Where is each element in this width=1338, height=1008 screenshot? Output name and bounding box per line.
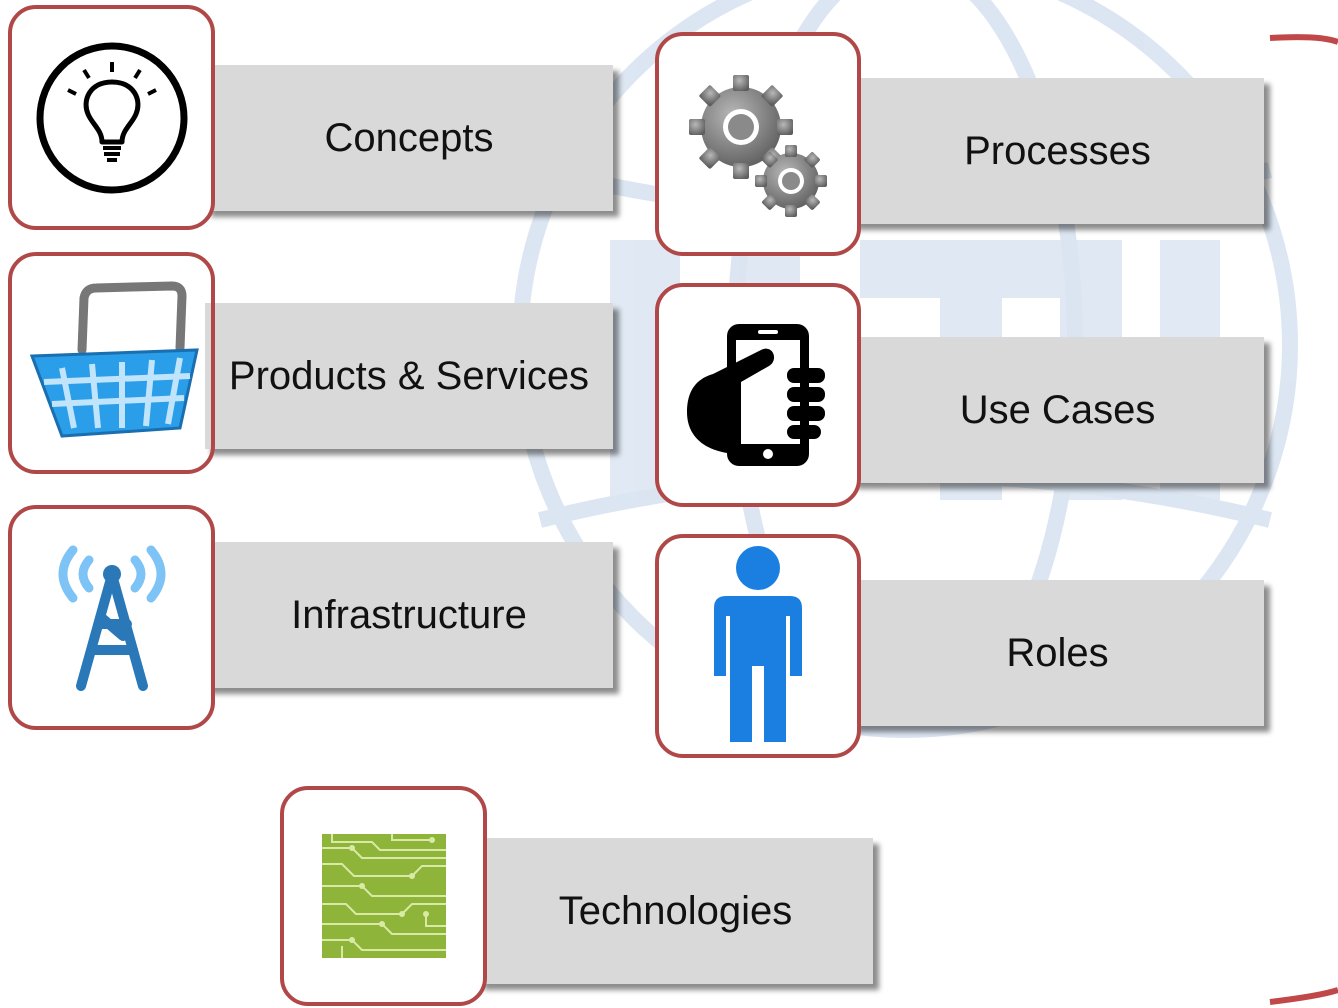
processes-icon-box bbox=[655, 32, 861, 256]
lightbulb-icon bbox=[36, 42, 187, 193]
processes-label: Processes bbox=[964, 128, 1151, 173]
roles-label-box: Roles bbox=[851, 580, 1264, 726]
concepts-label-box: Concepts bbox=[205, 65, 613, 211]
technologies-label: Technologies bbox=[558, 888, 793, 933]
use-cases-icon-box bbox=[655, 283, 861, 507]
use-cases-label: Use Cases bbox=[959, 387, 1156, 432]
processes-label-box: Processes bbox=[851, 78, 1264, 224]
infrastructure-label-box: Infrastructure bbox=[205, 542, 613, 688]
use-cases-label-box: Use Cases bbox=[851, 337, 1264, 483]
technologies-icon-box bbox=[280, 786, 487, 1006]
products-services-label-box: Products & Services bbox=[205, 303, 613, 449]
products-services-label: Products & Services bbox=[228, 353, 590, 398]
roles-label: Roles bbox=[1006, 630, 1109, 675]
concepts-label: Concepts bbox=[324, 115, 494, 160]
hand-holding-phone-icon bbox=[687, 324, 825, 466]
antenna-tower-icon bbox=[58, 545, 165, 691]
technologies-label-box: Technologies bbox=[478, 838, 873, 984]
infrastructure-icon-box bbox=[8, 505, 215, 730]
person-icon bbox=[714, 546, 802, 742]
products-services-icon-box bbox=[8, 252, 215, 474]
roles-icon-box bbox=[655, 534, 861, 758]
circuit-board-icon bbox=[321, 834, 446, 958]
concepts-icon-box bbox=[8, 5, 215, 230]
infrastructure-label: Infrastructure bbox=[291, 592, 527, 637]
gears-icon bbox=[689, 75, 827, 217]
shopping-basket-icon bbox=[21, 278, 202, 448]
